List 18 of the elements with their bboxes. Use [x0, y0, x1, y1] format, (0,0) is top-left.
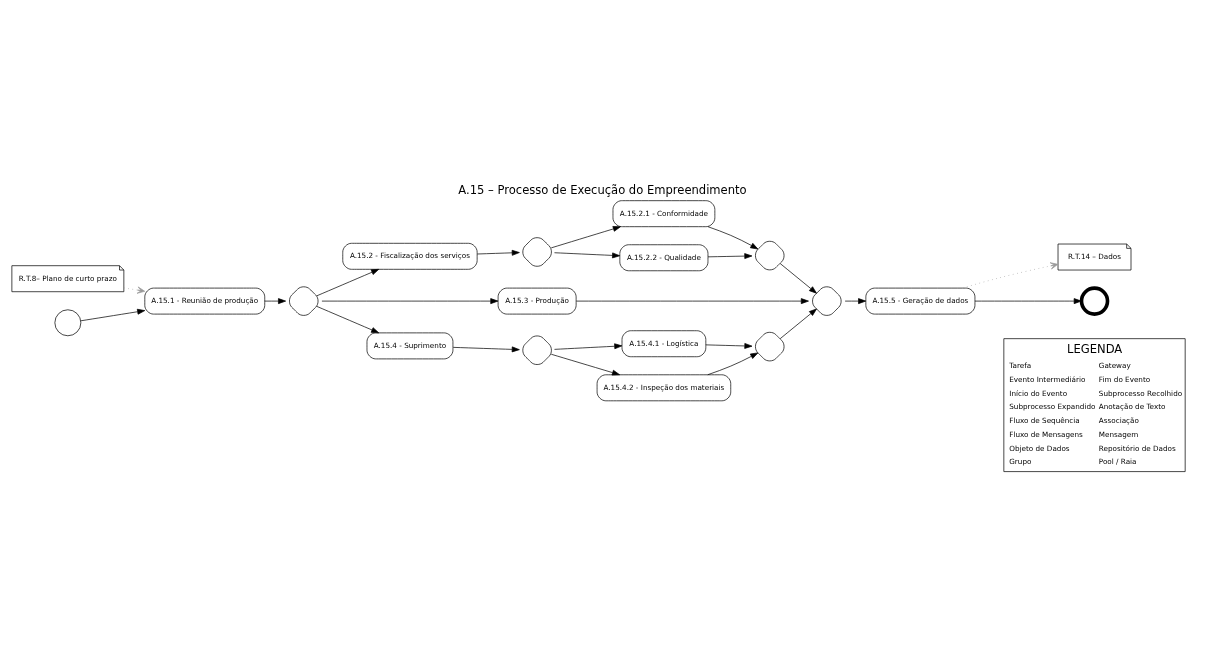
legend-label: Fluxo de Mensagens — [1009, 429, 1083, 439]
legend-label: Fim do Evento — [1098, 375, 1151, 385]
legend-label: Subprocesso Recolhido — [1098, 388, 1183, 398]
legend-label: Subprocesso Expandido — [1009, 402, 1096, 412]
legend-label: Gateway — [1098, 361, 1131, 371]
diagram-title: A.15 – Processo de Execução do Empreendimento — [458, 183, 747, 198]
legend-label: Evento Intermediário — [1009, 375, 1086, 385]
legend-label: Início do Evento — [1009, 388, 1068, 398]
legend-label: Objeto de Dados — [1009, 443, 1070, 453]
legend-label: Tarefa — [1009, 361, 1032, 371]
legend-label: Pool / Raia — [1098, 457, 1137, 467]
legend-label: Fluxo de Sequência — [1009, 416, 1080, 426]
label: LEGENDA — [1067, 341, 1123, 356]
legend-label: Associação — [1098, 416, 1139, 426]
legend-label: Repositório de Dados — [1098, 443, 1176, 453]
legend-label: Anotação de Texto — [1098, 402, 1166, 412]
legend-label: Grupo — [1009, 457, 1032, 467]
legend-label: Mensagem — [1098, 429, 1139, 439]
